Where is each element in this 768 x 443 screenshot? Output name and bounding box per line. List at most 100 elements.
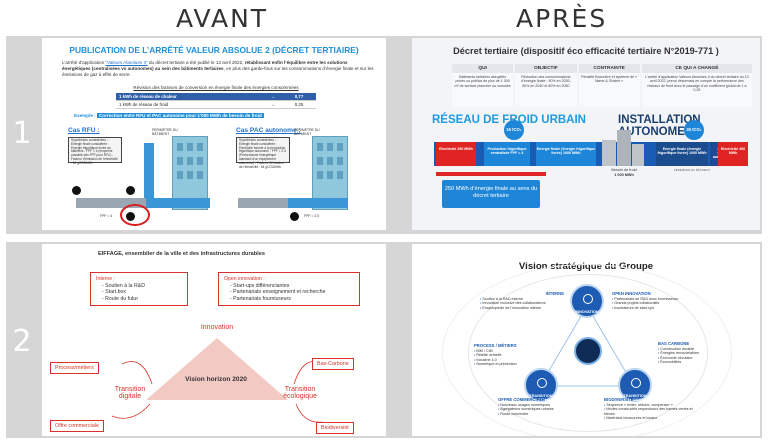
column-objectif: OBJECTIF Réduction des consommations d’é…: [515, 64, 577, 107]
slide-title: PUBLICATION DE L’ARRÊTÉ VALEUR ABSOLUE 2…: [69, 45, 359, 55]
besoin-value: 1 000 MWh: [614, 172, 634, 177]
section-heading: OFFRE COMMERCIALE: [498, 397, 545, 402]
hub-triangle: [539, 305, 635, 387]
section-interne: INTERNE Soutien à la R&D interne Innovat…: [480, 291, 570, 311]
list-item: Start.box: [102, 289, 182, 296]
autonome-title: INSTALLATION AUTONOME: [618, 114, 701, 138]
slide-title: EIFFAGE, ensemblier de la ville et des i…: [98, 251, 265, 257]
process-box: Process/métiers: [50, 362, 99, 374]
bas-carbone-box: Bas-Carbone: [312, 358, 354, 370]
example-highlight: Correction entre RFU et PAC autonome pou…: [96, 113, 264, 118]
section-heading: BAS CARBONE: [658, 341, 690, 346]
pipe-line: [146, 198, 210, 208]
hub-label: TRANSITION DIGITALE: [529, 394, 553, 402]
co2-badge-pac: 26 tCO₂: [684, 120, 704, 140]
slide-apres-1[interactable]: Décret tertiaire (dispositif éco efficac…: [412, 38, 760, 230]
pipe-line: [288, 198, 348, 208]
fan-icon: [290, 212, 299, 221]
list-item: Grands projets collaboratifs: [612, 301, 712, 306]
ecologie-hub[interactable]: TRANSITION ÉCOLOGIQUE: [618, 368, 652, 402]
revision-title: Révision des facteurs de conversion en é…: [133, 85, 299, 90]
column-header: OBJECTIF: [515, 64, 577, 73]
perimetre-label: PÉRIMÈTRE DU BÂTIMENT: [152, 128, 178, 136]
lightbulb-icon: [583, 294, 593, 304]
section-heading: INTERNE: [545, 291, 564, 296]
intro-text: L’arrêté d’application "Valeurs Absolues…: [62, 60, 374, 78]
leaf-icon: [631, 378, 641, 388]
co2-badge-rfu: 16 tCO₂: [504, 120, 524, 140]
pipe-line: [76, 198, 146, 208]
perimetre-label: PÉRIMÈTRE DU BÂTIMENT: [674, 168, 711, 172]
list-item: Séquence « éviter, réduire, compenser »: [604, 403, 698, 408]
slide-avant-2[interactable]: EIFFAGE, ensemblier de la ville et des i…: [42, 244, 386, 436]
list-item: Matériaux biosourcés et locaux: [604, 416, 698, 421]
header-avant: AVANT: [176, 4, 269, 33]
hypothesis-box-pac: Hypothèses considérées : - Energie final…: [236, 137, 290, 168]
column-header: CE QUI A CHANGÉ: [641, 64, 752, 73]
list-item: Économie circulaire: [658, 356, 728, 361]
list-item: Incubateurs de start-ups: [612, 306, 712, 311]
list-item: Énergies renouvelables: [658, 351, 728, 356]
list-item: Écomobilités: [658, 360, 728, 365]
fpf-label-rfu: FPF = 4: [100, 214, 113, 218]
offre-box: Offre commerciale: [50, 420, 104, 432]
example-line: Exemple : Correction entre RFU et PAC au…: [74, 113, 264, 118]
outer-ring: [442, 264, 732, 436]
list-item: Partenariats enseignement et recherche: [230, 289, 354, 296]
table-row: 1 kWh de réseau de froid → 0,25: [116, 101, 316, 109]
transition-digitale-label: Transition digitale: [114, 386, 146, 400]
list-item: Numérique et prévention: [474, 362, 534, 367]
intro-pre: L’arrêté d’application: [62, 60, 106, 65]
list-item: Construction durable: [658, 347, 728, 352]
list-item: Soutien à la R&D: [102, 283, 182, 290]
intro-link[interactable]: "Valeurs Absolues II": [105, 60, 148, 65]
list-item: Soutien à la R&D interne: [480, 297, 570, 302]
case-pac-title: Cas PAC autonome :: [236, 127, 301, 134]
fan-icon: [72, 186, 81, 195]
vision-label: Vision horizon 2020: [185, 376, 247, 383]
list-item: Réalité virtuelle: [474, 353, 534, 358]
list-item: Modes constructifs respectueux des trame…: [604, 407, 698, 416]
row-number-2: 2: [12, 324, 32, 359]
cell-arrow: →: [270, 94, 276, 99]
intro-post: , en plus des garde-fous sur les consomm…: [62, 66, 374, 77]
perimetre-label: PÉRIMÈTRE DU BÂTIMENT: [294, 128, 320, 136]
column-body: L’arrêté d’application Valeurs Absolues …: [641, 73, 752, 107]
intro-bold: rétablissant enfin l’équilibre entre les…: [62, 60, 348, 71]
column-body: Bâtiments tertiaires assujettis privés o…: [452, 73, 514, 107]
column-body: Pénalité financière et système de « Name…: [578, 73, 640, 107]
column-changement: CE QUI A CHANGÉ L’arrêté d’application V…: [641, 64, 752, 107]
list-item: Agrégateurs numériques urbains: [498, 407, 582, 412]
interne-heading: Interne :: [96, 276, 116, 282]
column-body: Réduction des consommations d’énergie fi…: [515, 73, 577, 107]
conversion-table: 1 kWh de réseau de chaleur → 0,77 1 kWh …: [116, 93, 316, 109]
flow-energie-rfu: Energie finale (énergie frigorifique liv…: [536, 142, 596, 166]
list-item: Innovation inclusive des collaborateurs: [480, 301, 570, 306]
building-icon: [602, 130, 644, 166]
slide-apres-2[interactable]: Vision stratégique du Groupe INNOVATION …: [412, 244, 760, 436]
flow-electricite-pac: Electricité 400 MWh: [718, 142, 748, 166]
building-icon: [172, 136, 208, 210]
digital-hub[interactable]: TRANSITION DIGITALE: [524, 368, 558, 402]
column-qui: QUI Bâtiments tertiaires assujettis priv…: [452, 64, 514, 107]
cell-value: 0,25: [294, 102, 304, 107]
list-item: Route connectée: [498, 412, 582, 417]
interne-box: Interne : Soutien à la R&D Start.box Rou…: [90, 272, 188, 307]
list-item: Nouveaux usages numériques: [498, 403, 582, 408]
cell-label: 1 kWh de réseau de chaleur: [119, 94, 177, 99]
cell-arrow: →: [270, 102, 276, 107]
open-heading: Open innovation :: [224, 276, 265, 282]
list-item: BIM / CIM: [474, 349, 534, 354]
hub-label: INNOVATION: [575, 310, 599, 314]
core-gear-icon: [574, 337, 602, 365]
slide-avant-1[interactable]: PUBLICATION DE L’ARRÊTÉ VALEUR ABSOLUE 2…: [42, 38, 386, 230]
innovation-hub[interactable]: INNOVATION: [570, 284, 604, 318]
pipe-line: [238, 198, 288, 208]
list-item: Start-ups différenciantes: [230, 283, 354, 290]
column-header: CONTRAINTE: [578, 64, 640, 73]
section-offre: OFFRE COMMERCIALE Nouveaux usages numéri…: [498, 397, 582, 417]
besoin-text: Besoin de froid: [611, 168, 637, 172]
table-row: 1 kWh de réseau de chaleur → 0,77: [116, 93, 316, 101]
list-item: Encyclopédie de l’innovation interne: [480, 306, 570, 311]
